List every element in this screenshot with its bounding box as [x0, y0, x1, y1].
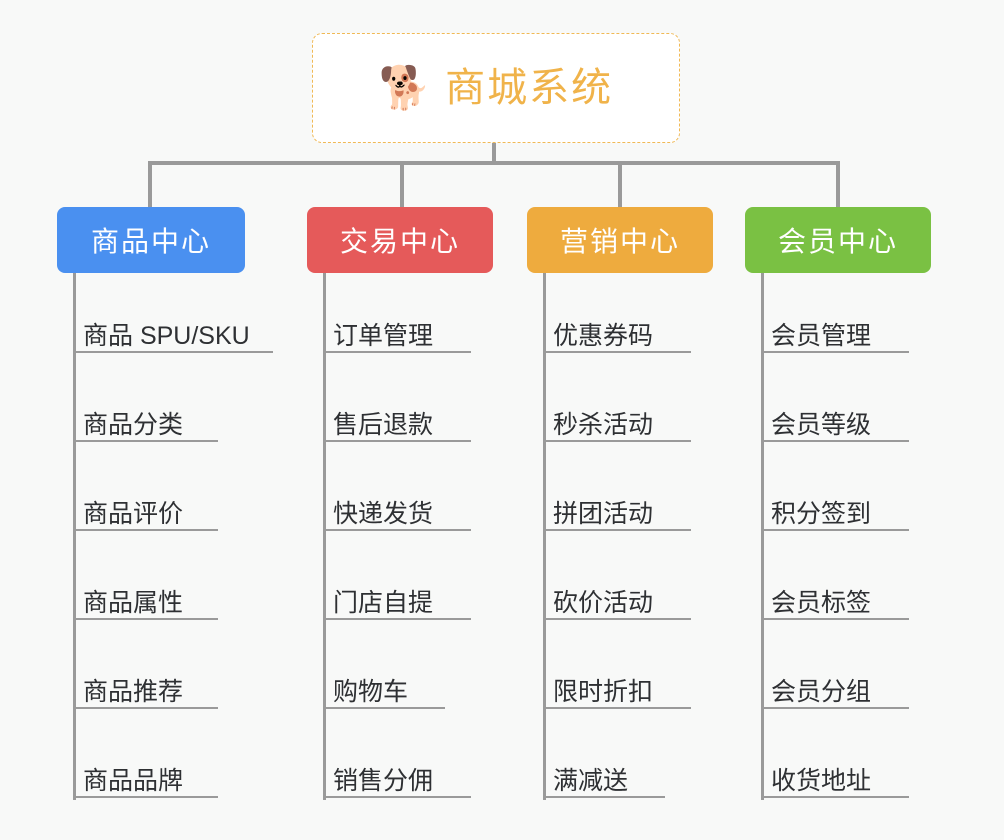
- leaf-item-label: 商品评价: [83, 500, 184, 528]
- root-node[interactable]: 🐕 商城系统: [312, 33, 680, 143]
- shiba-dog-face-icon: 🐕: [378, 64, 432, 111]
- leaf-item-label: 购物车: [333, 678, 409, 706]
- category-drop-3: [618, 161, 622, 207]
- root-node-label: 商城系统: [445, 66, 614, 110]
- column-spine-1: [73, 273, 76, 800]
- leaf-item-label: 销售分佣: [333, 767, 434, 795]
- leaf-item-label: 商品品牌: [83, 767, 184, 795]
- category-box-1[interactable]: 商品中心: [57, 207, 245, 273]
- root-stem: [492, 143, 496, 163]
- leaf-item[interactable]: 秒杀活动: [543, 410, 691, 442]
- leaf-item[interactable]: 会员标签: [761, 588, 909, 620]
- leaf-item-label: 积分签到: [771, 500, 872, 528]
- column-spine-3: [543, 273, 546, 800]
- leaf-item-label: 快递发货: [333, 500, 434, 528]
- leaf-item[interactable]: 会员管理: [761, 321, 909, 353]
- category-box-4[interactable]: 会员中心: [745, 207, 931, 273]
- leaf-item[interactable]: 满减送: [543, 766, 665, 798]
- leaf-item-label: 商品 SPU/SKU: [83, 322, 250, 350]
- leaf-item[interactable]: 商品属性: [73, 588, 218, 620]
- leaf-item[interactable]: 积分签到: [761, 499, 909, 531]
- leaf-item[interactable]: 售后退款: [323, 410, 471, 442]
- leaf-item[interactable]: 销售分佣: [323, 766, 471, 798]
- category-box-3[interactable]: 营销中心: [527, 207, 713, 273]
- leaf-item-label: 会员管理: [771, 322, 872, 350]
- leaf-item-label: 收货地址: [771, 767, 872, 795]
- leaf-item-label: 门店自提: [333, 589, 434, 617]
- category-drop-2: [400, 161, 404, 207]
- category-box-label: 商品中心: [90, 226, 211, 257]
- horizontal-bus: [150, 161, 840, 165]
- leaf-item-label: 会员等级: [771, 411, 872, 439]
- category-box-label: 会员中心: [777, 226, 898, 257]
- leaf-item[interactable]: 门店自提: [323, 588, 471, 620]
- leaf-item-label: 秒杀活动: [553, 411, 654, 439]
- leaf-item[interactable]: 购物车: [323, 677, 445, 709]
- leaf-item[interactable]: 砍价活动: [543, 588, 691, 620]
- column-spine-4: [761, 273, 764, 800]
- leaf-item-label: 售后退款: [333, 411, 434, 439]
- leaf-item[interactable]: 商品分类: [73, 410, 218, 442]
- column-spine-2: [323, 273, 326, 800]
- leaf-item-label: 砍价活动: [553, 589, 654, 617]
- leaf-item[interactable]: 优惠券码: [543, 321, 691, 353]
- leaf-item[interactable]: 收货地址: [761, 766, 909, 798]
- leaf-item[interactable]: 商品 SPU/SKU: [73, 321, 273, 353]
- leaf-item-label: 订单管理: [333, 322, 434, 350]
- leaf-item-label: 优惠券码: [553, 322, 654, 350]
- leaf-item[interactable]: 商品推荐: [73, 677, 218, 709]
- category-box-label: 交易中心: [339, 226, 460, 257]
- leaf-item-label: 限时折扣: [553, 678, 654, 706]
- leaf-item-label: 满减送: [553, 767, 629, 795]
- leaf-item[interactable]: 拼团活动: [543, 499, 691, 531]
- category-drop-4: [836, 161, 840, 207]
- leaf-item-label: 商品推荐: [83, 678, 184, 706]
- leaf-item-label: 拼团活动: [553, 500, 654, 528]
- leaf-item-label: 商品分类: [83, 411, 184, 439]
- leaf-item[interactable]: 会员等级: [761, 410, 909, 442]
- leaf-item-label: 会员标签: [771, 589, 872, 617]
- leaf-item[interactable]: 快递发货: [323, 499, 471, 531]
- leaf-item[interactable]: 商品评价: [73, 499, 218, 531]
- leaf-item[interactable]: 会员分组: [761, 677, 909, 709]
- leaf-item[interactable]: 订单管理: [323, 321, 471, 353]
- leaf-item-label: 商品属性: [83, 589, 184, 617]
- category-box-label: 营销中心: [559, 226, 680, 257]
- leaf-item-label: 会员分组: [771, 678, 872, 706]
- leaf-item[interactable]: 限时折扣: [543, 677, 691, 709]
- category-drop-1: [148, 161, 152, 207]
- leaf-item[interactable]: 商品品牌: [73, 766, 218, 798]
- category-box-2[interactable]: 交易中心: [307, 207, 493, 273]
